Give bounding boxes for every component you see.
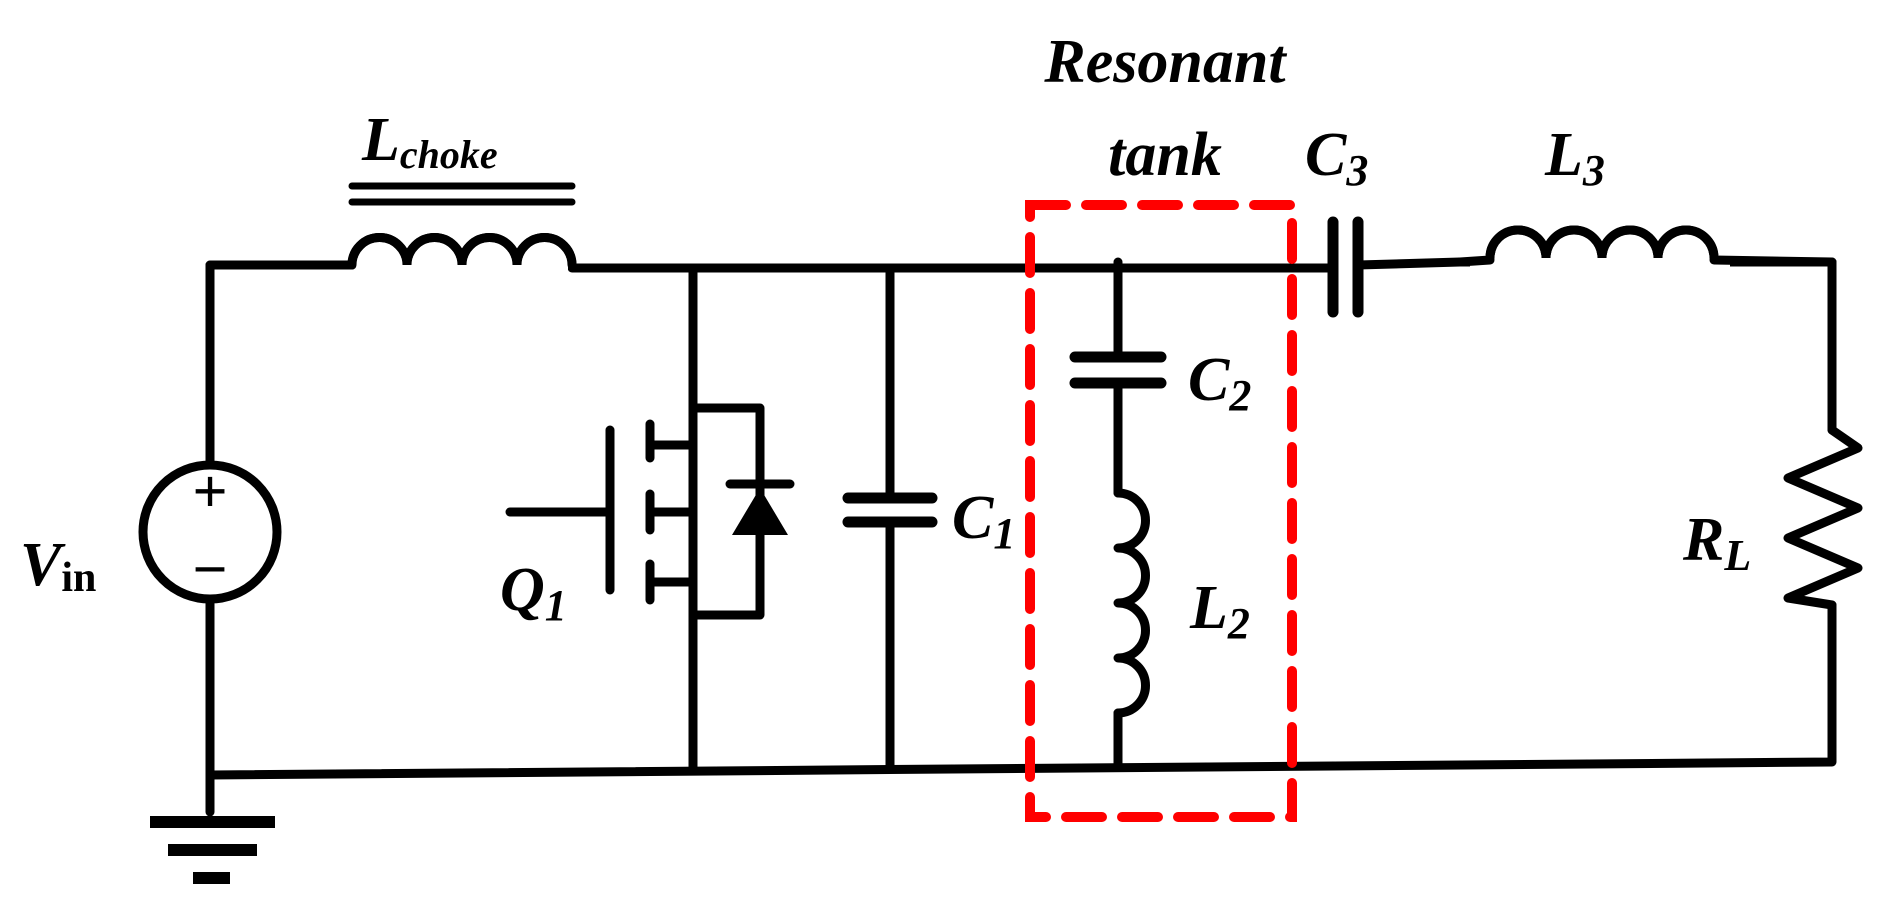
mosfet-icon [505,403,795,620]
svg-text:RL: RL [1682,506,1751,580]
svg-text:C3: C3 [1305,121,1368,195]
capacitor-icon [842,492,938,528]
svg-text:C1: C1 [952,484,1015,558]
capacitor-icon [1327,216,1465,318]
label-rl: RL [1682,506,1751,580]
bottom-rail [205,600,1837,780]
label-c1: C1 [952,484,1015,558]
label-l3: L3 [1544,121,1605,195]
label-l2: L2 [1189,574,1250,648]
resistor-icon [1783,425,1863,610]
svg-text:C2: C2 [1188,346,1251,420]
label-vin: Vin [20,531,96,601]
svg-text:L2: L2 [1189,574,1250,648]
label-q1: Q1 [500,556,567,630]
wires [205,257,1837,817]
label-c2: C2 [1188,346,1251,420]
dc-voltage-source-icon [138,460,282,604]
source-plus-sign: + [192,458,227,526]
resonant-tank-subtitle: tank [1108,121,1222,189]
svg-text:L3: L3 [1544,121,1605,195]
source-minus-sign: − [192,536,227,604]
capacitor-icon [1069,351,1167,389]
svg-text:Q1: Q1 [500,556,567,630]
label-c3: C3 [1305,121,1368,195]
inductor-icon [1113,488,1150,718]
ground-icon [150,816,275,884]
top-rail-right [1455,257,1837,435]
label-l-choke: Lchoke [361,106,498,177]
resonant-tank-box [1025,200,1297,822]
body-diode-icon [732,488,788,535]
resonant-tank-title: Resonant [1043,28,1287,96]
svg-text:Lchoke: Lchoke [361,106,498,177]
svg-text:Vin: Vin [20,531,96,601]
